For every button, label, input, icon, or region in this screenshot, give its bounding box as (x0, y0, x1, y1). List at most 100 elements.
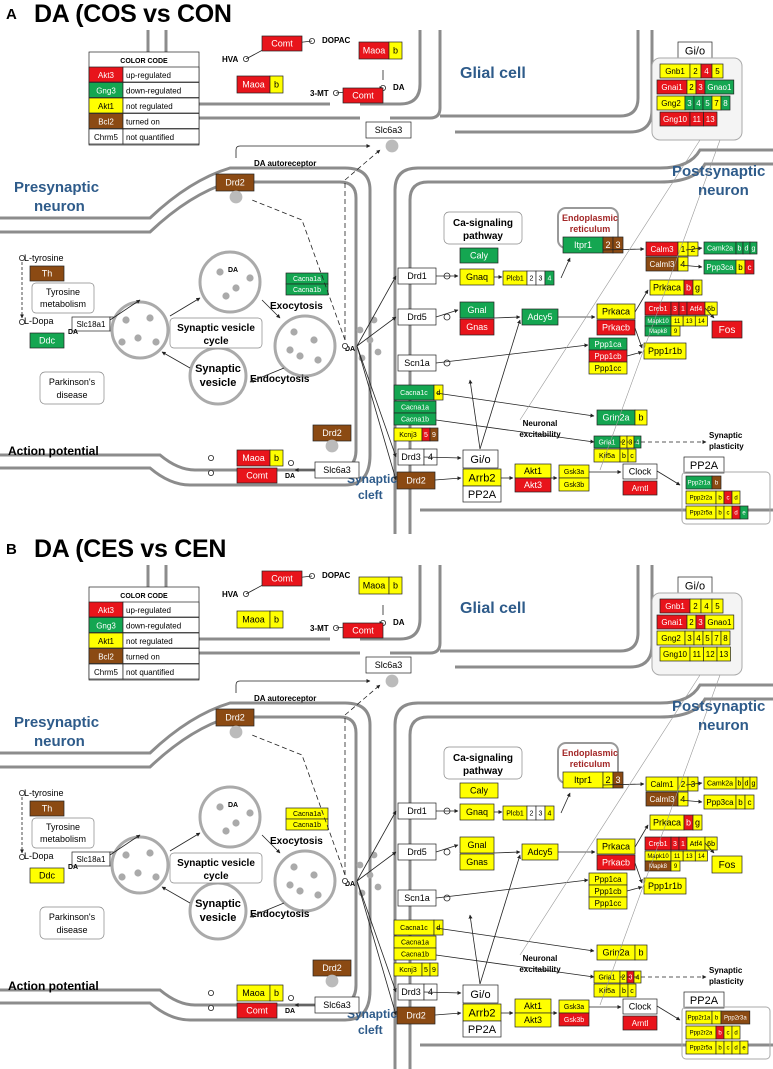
signal-arrow (423, 990, 462, 995)
metabolite-node (287, 994, 294, 1001)
gene-label: Caly (470, 251, 489, 261)
signal-arrow (634, 289, 649, 313)
gene-label: Drd2 (322, 963, 342, 973)
gene-label: Gnb1 (665, 602, 685, 611)
gene-variant-label: 8 (723, 99, 728, 108)
gene-caly: Caly (459, 782, 499, 799)
vesicle-dopamine (310, 871, 318, 879)
gene-variant-label: 7 (714, 99, 719, 108)
signal-arrow (679, 264, 703, 269)
gene-variant-box (388, 41, 403, 60)
gene-variant-label: 9 (674, 864, 678, 870)
signal-arrow (434, 1011, 462, 1016)
gene-label: Gng2 (661, 99, 681, 108)
signal-connections (356, 139, 721, 486)
postsynaptic-label: Postsynaptic (672, 698, 765, 715)
gene-variant-box (388, 576, 403, 595)
gene-box (342, 622, 384, 639)
gene-variant-label: b (718, 511, 722, 517)
gene-th: Th (29, 265, 65, 282)
metabolite-node (341, 342, 348, 349)
gene-label: Ppp2r2a (690, 496, 713, 502)
gene-box (514, 477, 552, 493)
gene-ppp1cc: Ppp1cc (588, 361, 628, 375)
gene-variant-box (612, 236, 624, 254)
gene-label: Gnaq (466, 807, 488, 817)
gene-label: Grin2a (602, 948, 629, 958)
legend-gene: Akt1 (98, 637, 115, 646)
gene-gio-label: Gi/o (462, 449, 499, 469)
released-dopamine (356, 861, 364, 869)
gene-label: Prkaca (602, 842, 630, 852)
legend-text-cell (122, 128, 200, 145)
gene-label: Ppp1ca (594, 340, 622, 349)
gene-box (285, 818, 329, 831)
legend-header: COLOR CODE (120, 593, 168, 600)
gene-box (393, 947, 437, 961)
gene-cacna1a-post: Cacna1a (393, 935, 437, 949)
da-label: DA (345, 346, 355, 353)
gene-label: Fos (719, 860, 736, 871)
gene-label: Ppp1ca (594, 875, 622, 884)
gene-variant-label: Ppp2r3a (724, 1016, 747, 1022)
gene-variant-label: 4 (704, 602, 709, 611)
gene-variant-label: 11 (693, 650, 702, 659)
gene-label: Prkacb (602, 323, 630, 333)
legend-gene: Gng3 (96, 622, 116, 631)
gene-label: Slc6a3 (375, 660, 403, 670)
gene-comt-top: Comt (261, 35, 303, 52)
metabolite-node (18, 853, 25, 860)
gene-variant-box (711, 63, 724, 79)
vesicle-dopamine (152, 873, 160, 881)
gene-label: Maoa (242, 988, 265, 998)
synaptic-cleft-label: Synaptic (347, 472, 397, 486)
gene-label: Cacna1b (401, 417, 429, 424)
gene-cacna1b-pre: Cacna1b (285, 283, 329, 296)
gene-variant-label: 2 (530, 276, 534, 283)
er-label: Endoplasmic (562, 748, 618, 758)
gene-variant-box (749, 241, 758, 255)
three-mt-label: 3-MT (310, 89, 329, 98)
gene-variant-label: b (738, 781, 742, 788)
slc6a3-glia-link (344, 684, 381, 875)
da-label: DA (68, 329, 78, 336)
vesicle-dopamine (152, 338, 160, 346)
gene-akt3: Akt3 (514, 477, 552, 493)
gene-label: Gng10 (663, 650, 688, 659)
legend-gene: Chrm5 (94, 668, 119, 677)
da-binding-link (356, 880, 397, 993)
gene-box (588, 361, 628, 375)
legend-text-cell (122, 97, 200, 114)
signal-arrow (435, 878, 589, 899)
signal-arrow (602, 782, 645, 787)
gene-label: Clock (629, 1002, 652, 1012)
synaptic-vesicle (188, 346, 248, 406)
gene-box (622, 1015, 658, 1031)
vesicle-dopamine (246, 274, 254, 282)
signal-arrow (634, 327, 643, 349)
gene-label: Gnai1 (661, 83, 683, 92)
legend-text-cell (122, 632, 200, 649)
gene-variant-box (749, 776, 758, 790)
gene-box (459, 301, 495, 319)
legend-text-cell (122, 82, 200, 98)
gene-variant-label: 4 (704, 67, 709, 76)
gene-label: Atf4 (690, 841, 703, 848)
glial-cell-label: Glial cell (460, 600, 526, 617)
gene-label: Adcy5 (527, 312, 552, 322)
gene-variant-label: 6b (707, 841, 715, 848)
gene-variant-label: b (718, 1046, 722, 1052)
gene-label: Kcnj3 (399, 432, 417, 439)
synaptic-vesicle (188, 881, 248, 941)
gene-label: Fos (719, 325, 736, 336)
legend-text-cell (122, 66, 200, 83)
signal-arrow (435, 954, 595, 979)
gene-box (711, 320, 743, 339)
gene-label: Mapk10 (647, 319, 669, 325)
gene-gsk3b: Gsk3b (558, 477, 590, 492)
gene-variant-label: b (718, 1031, 722, 1037)
gene-label: Drd3 (401, 987, 421, 997)
gene-drd5: Drd5 (397, 308, 437, 326)
gene-variant-box (692, 814, 703, 831)
